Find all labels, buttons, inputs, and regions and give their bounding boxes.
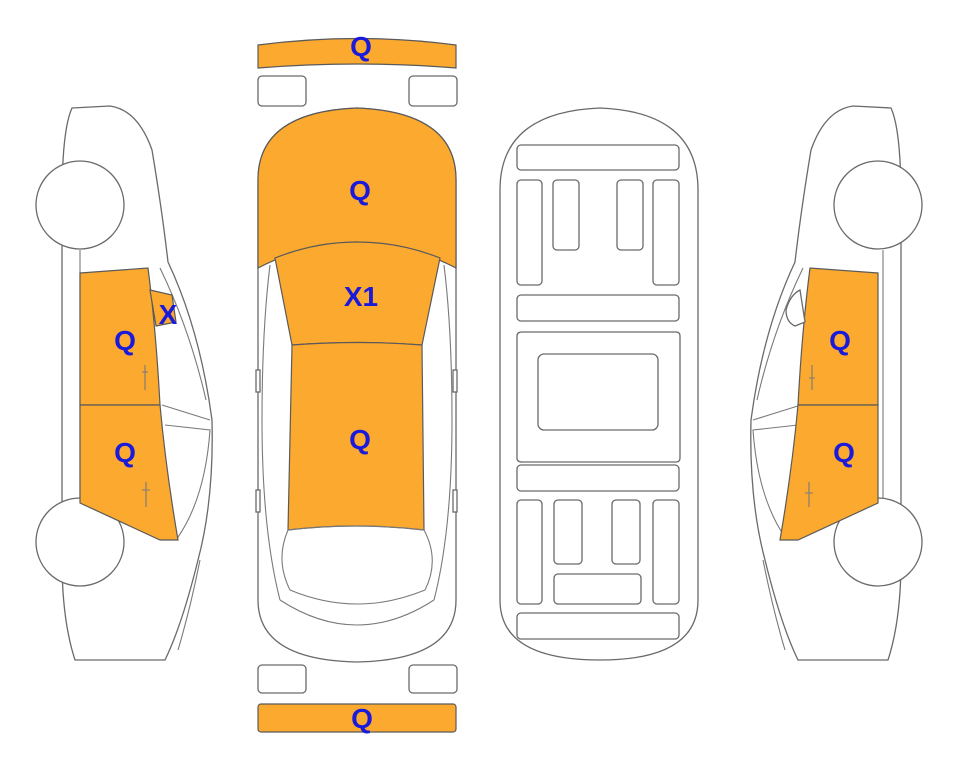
underside-rail-1 — [516, 179, 543, 286]
left-mirror-panel — [149, 289, 177, 327]
left-front-wheel — [35, 160, 125, 250]
front-bumper-label: Q — [350, 31, 372, 62]
right-mirror-outline — [785, 289, 806, 327]
front-left-light — [257, 75, 307, 107]
left-side-view: Q X Q — [35, 105, 213, 661]
left-mirror-label: X — [159, 299, 178, 330]
right-front-wheel — [833, 160, 923, 250]
right-door-mark-top — [452, 489, 458, 513]
windshield-label: X1 — [344, 281, 378, 312]
left-front-door-label: Q — [114, 325, 136, 356]
rear-bumper-label: Q — [351, 703, 373, 734]
left-door-mark-top — [255, 489, 261, 513]
left-door-handle-front — [142, 365, 148, 390]
top-right-side-line — [433, 264, 453, 601]
front-right-light — [408, 75, 458, 107]
left-rear-door-label: Q — [114, 437, 136, 468]
top-left-side-line — [261, 264, 281, 601]
underside-rail-2 — [552, 179, 580, 251]
roof-label: Q — [349, 424, 371, 455]
top-view: Q Q X1 Q Q — [255, 31, 458, 734]
right-door-handle-front — [809, 365, 815, 390]
underside-rail-6 — [553, 499, 583, 565]
rear-window-outline — [281, 525, 433, 605]
underside-rail-3 — [616, 179, 644, 251]
left-door-handle-rear — [142, 482, 150, 507]
underside-rail-5 — [516, 499, 543, 605]
right-side-mirror-top — [452, 369, 458, 393]
right-side-view: Q Q — [750, 105, 923, 661]
underside-rear-bar — [516, 612, 680, 640]
rear-bumper-panel — [257, 703, 457, 733]
trunk-line — [279, 599, 435, 626]
right-rear-door-label: Q — [833, 437, 855, 468]
rear-right-light — [408, 664, 458, 694]
underside-crossmember-1 — [516, 294, 680, 322]
right-side-window-line — [752, 267, 804, 541]
underside-crossmember-2 — [516, 464, 680, 492]
right-rear-door-panel — [779, 404, 879, 541]
hood-label: Q — [349, 175, 371, 206]
underside-center-plate — [537, 353, 659, 431]
left-rear-door-panel — [79, 404, 179, 541]
front-bumper-panel — [257, 37, 457, 69]
underside-front-bar — [516, 144, 680, 171]
left-side-window-line — [159, 267, 211, 541]
underside-rear-box — [553, 573, 642, 605]
rear-left-light — [257, 664, 307, 694]
right-door-handle-rear — [805, 482, 813, 507]
left-side-mirror-top — [255, 369, 261, 393]
underside-rail-4 — [652, 179, 680, 286]
underside-rail-7 — [611, 499, 641, 565]
right-front-door-label: Q — [829, 325, 851, 356]
underside-rail-8 — [652, 499, 680, 605]
underside-view — [499, 107, 699, 661]
